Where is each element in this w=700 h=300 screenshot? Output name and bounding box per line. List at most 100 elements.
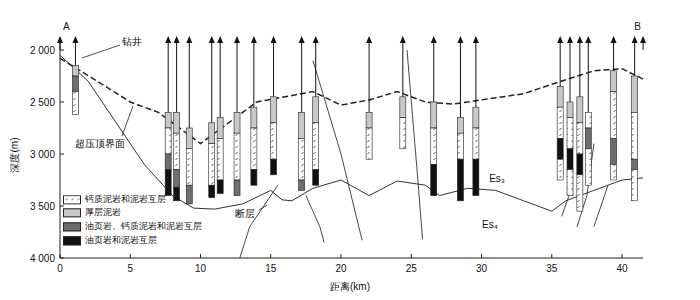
x-tick-label: 20 <box>335 263 346 274</box>
well-line <box>475 43 476 107</box>
well-segment <box>632 76 638 112</box>
legend-swatch <box>63 223 81 232</box>
well-segment <box>473 159 479 195</box>
section-line <box>60 43 61 50</box>
well-segment <box>400 118 406 149</box>
y-axis <box>60 43 61 258</box>
x-tick-label: 0 <box>57 263 63 274</box>
well-segment <box>72 92 78 115</box>
well-segment <box>557 107 563 138</box>
well-segment <box>457 159 463 201</box>
x-tick <box>551 254 552 258</box>
well-segment <box>577 97 583 123</box>
x-axis <box>60 258 643 259</box>
well-segment <box>366 112 372 128</box>
well-segment <box>557 86 563 107</box>
well-segment <box>632 159 638 169</box>
well-segment <box>165 112 171 128</box>
x-tick-label: 5 <box>127 263 133 274</box>
well-line <box>579 43 580 97</box>
well-segment <box>186 185 192 204</box>
x-tick <box>60 254 61 258</box>
x-tick <box>200 254 201 258</box>
x-tick <box>341 254 342 258</box>
well-segment <box>186 128 192 149</box>
legend-text: 钙质泥岩和泥岩互层 <box>85 195 166 204</box>
y-tick <box>60 206 64 207</box>
well-segment <box>165 128 171 154</box>
well-segment <box>577 154 583 175</box>
well-arrow <box>234 36 240 43</box>
well-segment <box>186 149 192 185</box>
y-tick <box>60 258 64 259</box>
annotation: 超压顶界面 <box>75 139 125 149</box>
well-arrow <box>217 36 223 43</box>
hatch-fill <box>64 197 80 204</box>
leader-line <box>259 205 267 210</box>
y-tick-label: 2 500 <box>30 97 55 108</box>
well-segment <box>577 175 583 211</box>
x-tick-label: 35 <box>546 263 557 274</box>
legend-text: 油页岩、钙质泥岩和泥岩互层 <box>85 222 202 231</box>
formation-boundary <box>60 55 643 211</box>
well-segment <box>611 164 617 180</box>
fault-line <box>577 144 594 227</box>
well-segment <box>567 102 573 118</box>
well-segment <box>473 128 479 159</box>
well-segment <box>234 133 240 180</box>
well-line <box>369 43 370 112</box>
well-line <box>220 43 221 118</box>
well-segment <box>567 170 573 196</box>
x-tick <box>481 254 482 258</box>
section-arrow <box>640 36 646 43</box>
x-tick-label: 10 <box>195 263 206 274</box>
well-segment <box>251 170 257 186</box>
well-arrow <box>186 36 192 43</box>
well-arrow <box>72 36 78 43</box>
well-segment <box>632 170 638 201</box>
well-segment <box>585 128 591 149</box>
x-tick-label: 15 <box>265 263 276 274</box>
y-tick <box>60 102 64 103</box>
x-tick <box>622 254 623 258</box>
well-segment <box>174 112 180 133</box>
well-segment <box>611 138 617 164</box>
well-segment <box>473 107 479 128</box>
x-tick-label: 40 <box>616 263 627 274</box>
well-arrow <box>557 36 563 43</box>
legend-row: 油页岩和泥岩互层 <box>63 236 157 245</box>
formation-label: Es₄ <box>482 219 498 230</box>
well-segment <box>313 97 319 123</box>
legend-row: 钙质泥岩和泥岩互层 <box>63 195 166 204</box>
well-arrow <box>174 36 180 43</box>
annotation: 断层 <box>235 209 255 219</box>
formation-label: Es₃ <box>489 173 505 184</box>
well-segment <box>251 128 257 170</box>
well-segment <box>431 102 437 128</box>
well-segment <box>299 112 305 138</box>
well-line <box>237 43 238 112</box>
well-segment <box>567 149 573 170</box>
well-segment <box>313 123 319 170</box>
well-segment <box>567 118 573 149</box>
well-segment <box>585 149 591 185</box>
leader-line <box>82 45 120 58</box>
well-arrow <box>165 36 171 43</box>
axis-title: 距离(km) <box>330 281 370 292</box>
well-segment <box>72 76 78 92</box>
well-line <box>176 43 177 112</box>
well-segment <box>209 185 215 197</box>
well-segment <box>557 159 563 180</box>
fault-line <box>306 196 324 243</box>
well-segment <box>271 159 277 175</box>
well-line <box>560 43 561 86</box>
well-line <box>460 43 461 118</box>
well-arrow <box>457 36 463 43</box>
well-arrow <box>473 36 479 43</box>
x-tick <box>411 254 412 258</box>
well-segment <box>431 164 437 195</box>
x-tick-label: 30 <box>476 263 487 274</box>
well-arrow <box>209 36 215 43</box>
well-line <box>613 43 614 71</box>
y-tick <box>60 154 64 155</box>
